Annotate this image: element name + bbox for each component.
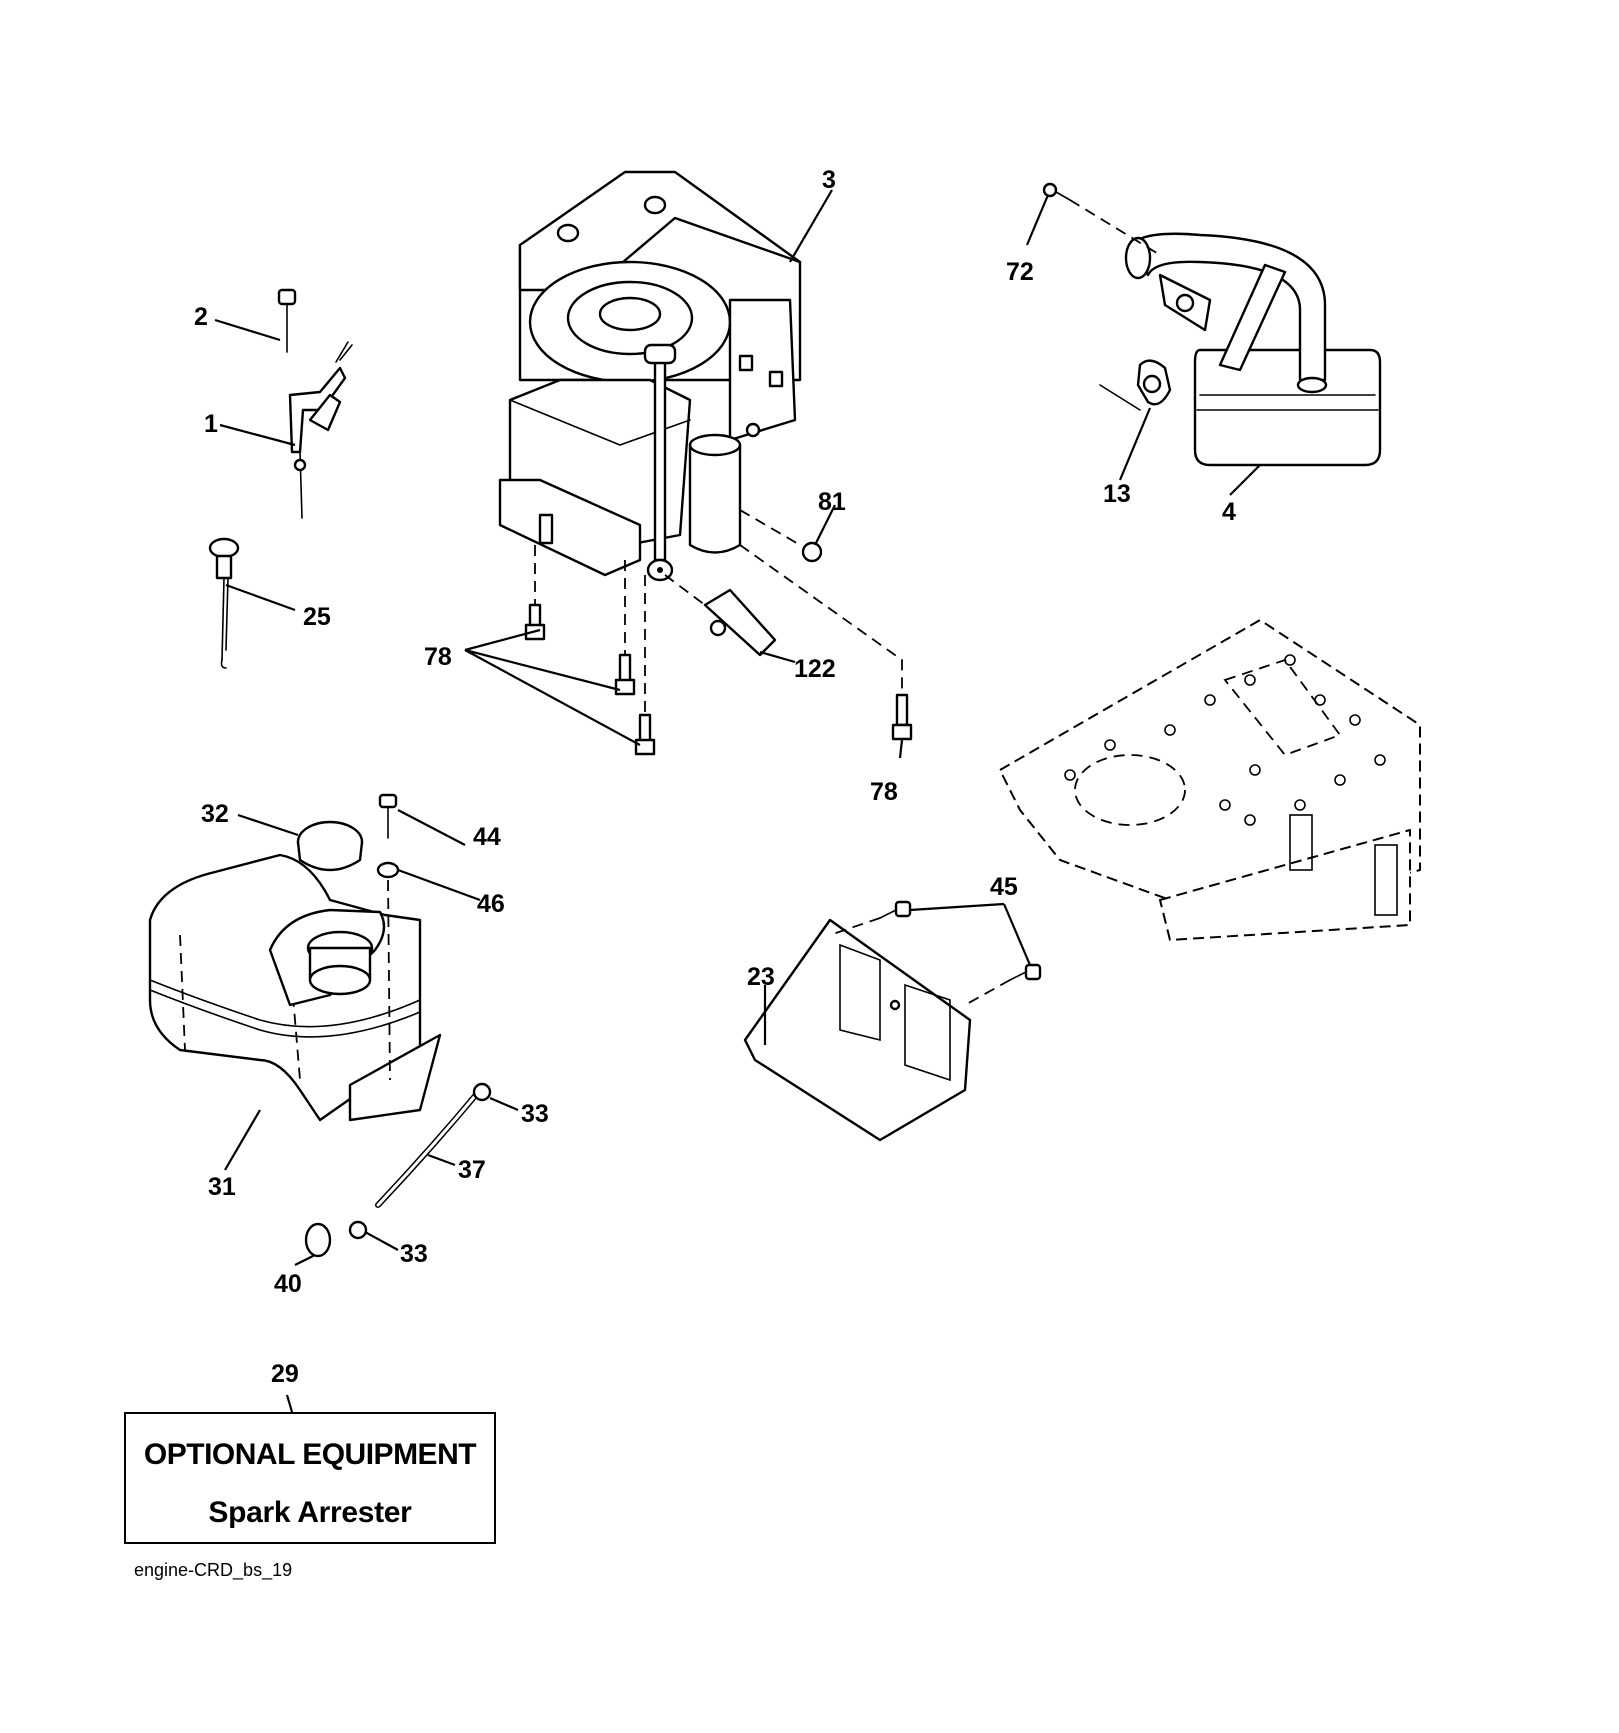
guard-122: [664, 574, 777, 657]
callout-32: 32: [201, 800, 229, 828]
callout-78-left: 78: [424, 643, 452, 671]
callout-78-right: 78: [870, 778, 898, 806]
callout-4: 4: [1222, 498, 1236, 526]
callout-25: 25: [303, 603, 331, 631]
callout-44: 44: [473, 823, 501, 851]
callout-23: 23: [747, 963, 775, 991]
fuel-line: [304, 1082, 492, 1258]
frame-plate: [999, 619, 1421, 941]
nut-81: [739, 509, 823, 563]
callout-3: 3: [822, 166, 836, 194]
engine: [498, 170, 802, 582]
callout-45: 45: [990, 873, 1018, 901]
callout-labels: 3 2 1 25 78 78 81 122 72 13 4 32 44 46 4…: [194, 166, 1236, 1388]
leader-lines: [214, 189, 1261, 1413]
callout-33-upper: 33: [521, 1100, 549, 1128]
callout-33-lower: 33: [400, 1240, 428, 1268]
figure-code: engine-CRD_bs_19: [134, 1560, 293, 1580]
callout-40: 40: [274, 1270, 302, 1298]
heat-shield: [743, 900, 1042, 1142]
callout-29: 29: [271, 1360, 299, 1388]
callout-72: 72: [1006, 258, 1034, 286]
optional-equipment-box: OPTIONAL EQUIPMENT Spark Arrester: [124, 1412, 496, 1544]
callout-46: 46: [477, 890, 505, 918]
oil-fill-dipstick: [208, 537, 240, 669]
callout-13: 13: [1103, 480, 1131, 508]
fuel-tank: [148, 793, 442, 1122]
callout-31: 31: [208, 1173, 236, 1201]
muffler: [1042, 182, 1382, 467]
callout-122: 122: [794, 655, 836, 683]
engine-bolts: [524, 544, 913, 756]
optional-equipment-item: Spark Arrester: [208, 1496, 412, 1529]
callout-81: 81: [818, 488, 846, 516]
throttle-control: [277, 288, 353, 519]
callout-2: 2: [194, 303, 208, 331]
optional-equipment-title: OPTIONAL EQUIPMENT: [143, 1438, 477, 1471]
callout-1: 1: [204, 410, 218, 438]
callout-37: 37: [458, 1156, 486, 1184]
